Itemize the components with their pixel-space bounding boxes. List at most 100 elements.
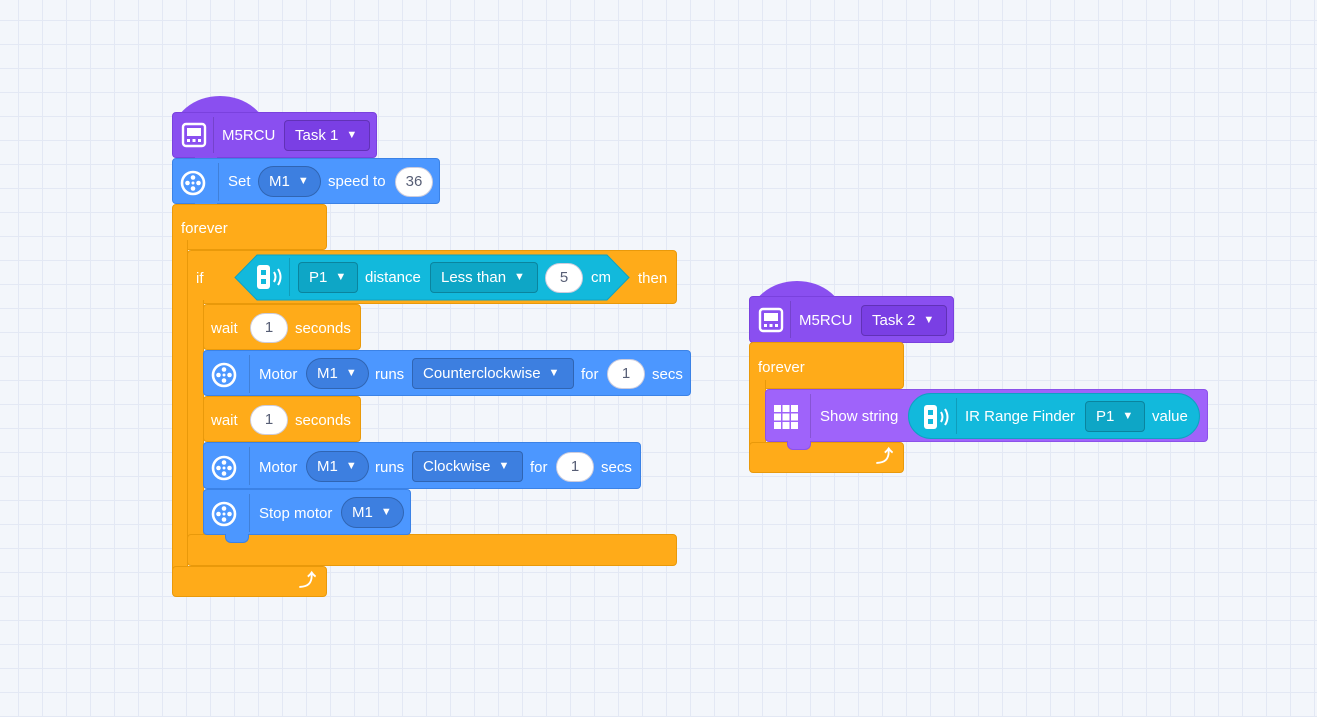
direction-label: Clockwise: [423, 458, 491, 475]
distance-label: distance: [365, 269, 421, 286]
caret-down-icon: ▼: [514, 271, 525, 283]
ir-range-finder-reporter[interactable]: IR Range Finder P1 ▼ value: [908, 393, 1200, 439]
motor-port-dropdown[interactable]: M1 ▼: [258, 166, 321, 197]
if-arm: [187, 300, 204, 540]
led-matrix-icon: [774, 405, 798, 429]
motor-wheel-icon: [211, 501, 237, 527]
motor-port-label: M1: [317, 365, 338, 382]
secs-label: secs: [652, 366, 683, 383]
direction-dropdown[interactable]: Clockwise ▼: [412, 451, 523, 482]
forever-label: forever: [181, 220, 228, 237]
sensor-port-dropdown[interactable]: P1 ▼: [298, 262, 358, 293]
motor-run-block[interactable]: Motor M1 ▼ runs Clockwise ▼ for 1 secs: [203, 442, 641, 489]
seconds-label: seconds: [295, 320, 351, 337]
sensor-port-label: P1: [1096, 408, 1115, 425]
duration-input[interactable]: 1: [556, 452, 594, 482]
sensor-name-label: IR Range Finder: [965, 408, 1076, 425]
icon-divider: [810, 394, 811, 438]
show-string-label: Show string: [820, 408, 899, 425]
distance-sensor-icon: [924, 405, 949, 429]
task-dropdown-label: Task 2: [872, 312, 916, 329]
set-label: Set: [228, 173, 251, 190]
caret-down-icon: ▼: [380, 506, 392, 518]
motor-port-dropdown[interactable]: M1 ▼: [341, 497, 404, 528]
caret-down-icon: ▼: [345, 367, 357, 379]
for-label: for: [530, 459, 548, 476]
distance-sensor-icon: [257, 265, 282, 289]
task1-hat-block[interactable]: M5RCU Task 1 ▼: [172, 112, 377, 158]
compare-dropdown[interactable]: Less than ▼: [430, 262, 538, 293]
icon-divider: [790, 301, 791, 338]
task2-hat-block[interactable]: M5RCU Task 2 ▼: [749, 296, 954, 343]
wait-block[interactable]: wait 1 seconds: [203, 396, 361, 442]
wait-block[interactable]: wait 1 seconds: [203, 304, 361, 350]
then-label: then: [638, 270, 668, 287]
icon-divider: [213, 117, 214, 153]
for-label: for: [581, 366, 599, 383]
device-label: M5RCU: [799, 312, 853, 329]
icon-divider: [249, 447, 250, 485]
duration-input[interactable]: 1: [607, 359, 645, 389]
icon-divider: [289, 258, 290, 296]
runs-label: runs: [375, 366, 405, 383]
caret-down-icon: ▼: [346, 129, 358, 141]
direction-dropdown[interactable]: Counterclockwise ▼: [412, 358, 574, 389]
forever-block[interactable]: forever: [749, 342, 904, 389]
task-dropdown[interactable]: Task 1 ▼: [284, 120, 370, 151]
motor-label: Motor: [259, 366, 298, 383]
motor-port-dropdown[interactable]: M1 ▼: [306, 358, 369, 389]
icon-divider: [956, 398, 957, 434]
caret-down-icon: ▼: [335, 271, 347, 283]
forever-bottom: ⤴: [749, 442, 904, 473]
motor-port-label: M1: [352, 504, 373, 521]
motor-label: Motor: [259, 459, 298, 476]
motor-port-label: M1: [317, 458, 338, 475]
show-string-block[interactable]: Show string IR Range Finder P1 ▼ value: [765, 389, 1208, 442]
block-notch: [225, 534, 249, 543]
wait-label: wait: [211, 412, 238, 429]
caret-down-icon: ▼: [345, 460, 357, 472]
motor-wheel-icon: [180, 170, 206, 196]
task-dropdown-label: Task 1: [295, 127, 339, 144]
forever-bottom: ⤴: [172, 566, 327, 597]
secs-label: secs: [601, 459, 632, 476]
screen-device-icon: [758, 307, 784, 333]
motor-port-label: M1: [269, 173, 290, 190]
if-bottom: [187, 534, 677, 566]
motor-wheel-icon: [211, 455, 237, 481]
sensor-port-dropdown[interactable]: P1 ▼: [1085, 401, 1145, 432]
motor-port-dropdown[interactable]: M1 ▼: [306, 451, 369, 482]
value-label: value: [1152, 408, 1188, 425]
stop-motor-block[interactable]: Stop motor M1 ▼: [203, 489, 411, 535]
loop-arrow-icon: ⤴: [299, 571, 316, 590]
direction-label: Counterclockwise: [423, 365, 541, 382]
icon-divider: [249, 355, 250, 393]
wait-label: wait: [211, 320, 238, 337]
speed-input[interactable]: 36: [395, 167, 433, 197]
motor-wheel-icon: [211, 362, 237, 388]
caret-down-icon: ▼: [1122, 410, 1134, 422]
caret-down-icon: ▼: [548, 367, 560, 379]
set-motor-speed-block[interactable]: Set M1 ▼ speed to 36: [172, 158, 440, 204]
caret-down-icon: ▼: [297, 175, 309, 187]
distance-input[interactable]: 5: [545, 263, 583, 293]
block-notch: [787, 441, 811, 450]
forever-block[interactable]: forever: [172, 204, 327, 250]
speed-to-label: speed to: [328, 173, 386, 190]
loop-arrow-icon: ⤴: [876, 447, 893, 466]
task-dropdown[interactable]: Task 2 ▼: [861, 305, 947, 336]
unit-label: cm: [591, 269, 611, 286]
if-label: if: [196, 270, 204, 287]
wait-input[interactable]: 1: [250, 405, 288, 435]
forever-label: forever: [758, 359, 805, 376]
caret-down-icon: ▼: [498, 460, 510, 472]
screen-device-icon: [181, 122, 207, 148]
wait-input[interactable]: 1: [250, 313, 288, 343]
stop-motor-label: Stop motor: [259, 505, 333, 522]
icon-divider: [218, 163, 219, 201]
seconds-label: seconds: [295, 412, 351, 429]
device-label: M5RCU: [222, 127, 276, 144]
caret-down-icon: ▼: [923, 314, 935, 326]
sensor-port-label: P1: [309, 269, 328, 286]
motor-run-block[interactable]: Motor M1 ▼ runs Counterclockwise ▼ for 1…: [203, 350, 691, 396]
